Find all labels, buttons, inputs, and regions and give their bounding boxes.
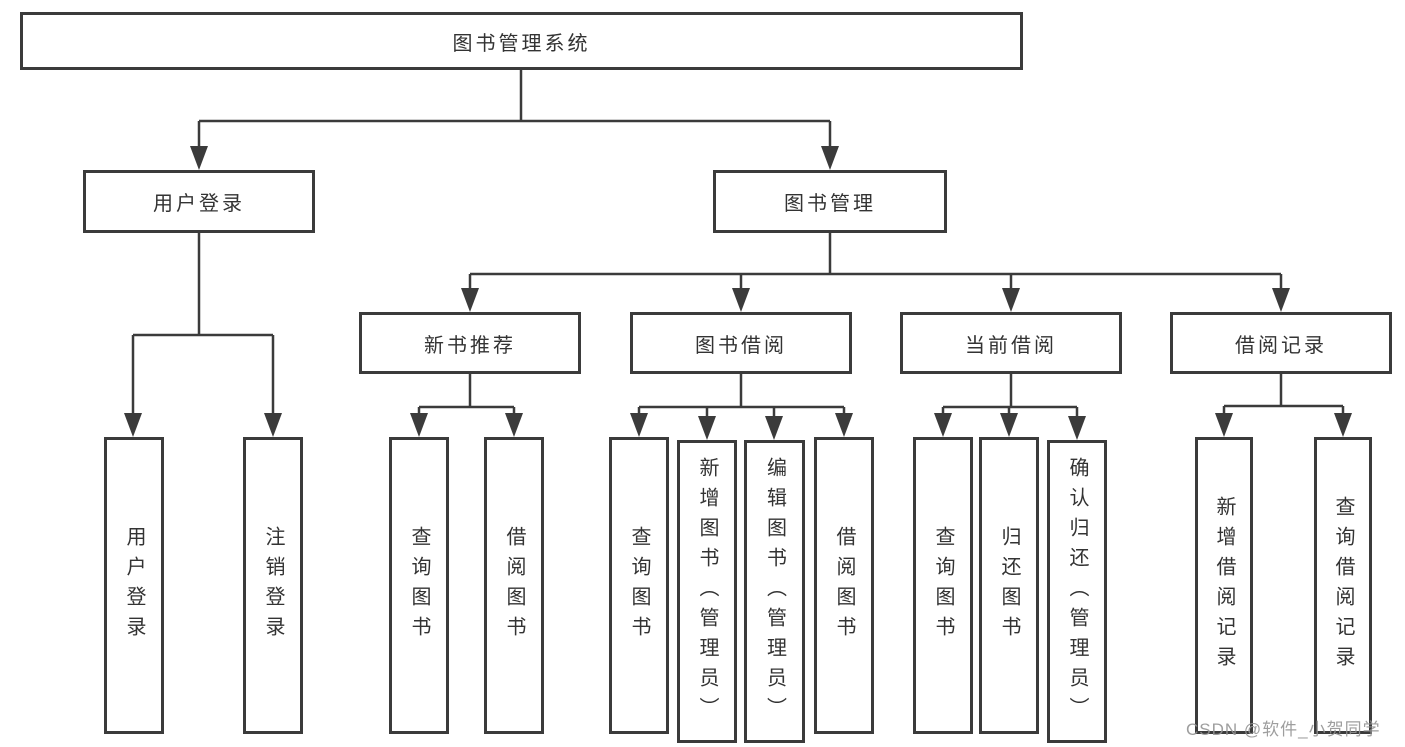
arrowhead-icon [124,413,142,437]
leaf-edit-books-admin: 编辑图书（管理员） [744,440,805,743]
node-label: 新增图书（管理员） [696,456,718,727]
node-label: 图书借阅 [695,334,787,357]
arrowhead-icon [505,413,523,437]
arrowhead-icon [1002,288,1020,312]
node-label: 查询图书 [932,525,954,646]
node-label: 借阅图书 [833,525,855,646]
leaf-query-books-recommend: 查询图书 [389,437,449,734]
leaf-query-borrow-record: 查询借阅记录 [1314,437,1372,734]
leaf-add-books-admin: 新增图书（管理员） [677,440,737,743]
leaf-query-books-current: 查询图书 [913,437,973,734]
leaf-user-login: 用户登录 [104,437,164,734]
node-label: 借阅图书 [503,525,525,646]
node-label: 新增借阅记录 [1213,495,1235,676]
arrowhead-icon [1334,413,1352,437]
node-new-book-recommendation: 新书推荐 [359,312,581,374]
leaf-borrow-books: 借阅图书 [814,437,874,734]
leaf-confirm-return-admin: 确认归还（管理员） [1047,440,1107,743]
arrowhead-icon [934,413,952,437]
leaf-return-books: 归还图书 [979,437,1039,734]
leaf-query-books-borrowing: 查询图书 [609,437,669,734]
node-label: 归还图书 [998,525,1020,646]
node-label: 查询图书 [628,525,650,646]
arrowhead-icon [1068,416,1086,440]
node-borrowing-records: 借阅记录 [1170,312,1392,374]
node-label: 查询图书 [408,525,430,646]
node-label: 当前借阅 [965,334,1057,357]
node-book-borrowing: 图书借阅 [630,312,852,374]
node-user-login-module: 用户登录 [83,170,315,233]
node-label: 新书推荐 [424,334,516,357]
node-label: 查询借阅记录 [1332,495,1354,676]
arrowhead-icon [765,416,783,440]
node-label: 注销登录 [262,525,284,646]
arrowhead-icon [190,146,208,170]
arrowhead-icon [1215,413,1233,437]
leaf-borrow-books-recommend: 借阅图书 [484,437,544,734]
leaf-logout: 注销登录 [243,437,303,734]
node-label: 用户登录 [153,193,245,215]
node-label: 用户登录 [123,525,145,646]
arrowhead-icon [630,413,648,437]
node-book-management-module: 图书管理 [713,170,947,233]
csdn-watermark: CSDN @软件_小贺同学 [1186,720,1381,739]
node-label: 编辑图书（管理员） [763,456,786,727]
arrowhead-icon [410,413,428,437]
arrowhead-icon [835,413,853,437]
node-library-management-system: 图书管理系统 [20,12,1023,70]
arrowhead-icon [821,146,839,170]
node-label: 图书管理 [784,193,876,215]
arrowhead-icon [1000,413,1018,437]
node-label: 确认归还（管理员） [1066,456,1088,727]
node-current-borrowing: 当前借阅 [900,312,1122,374]
node-label: 图书管理系统 [452,32,591,55]
arrowhead-icon [1272,288,1290,312]
arrowhead-icon [732,288,750,312]
arrowhead-icon [264,413,282,437]
arrowhead-icon [698,416,716,440]
arrowhead-icon [461,288,479,312]
leaf-add-borrow-record: 新增借阅记录 [1195,437,1253,734]
node-label: 借阅记录 [1235,334,1327,357]
